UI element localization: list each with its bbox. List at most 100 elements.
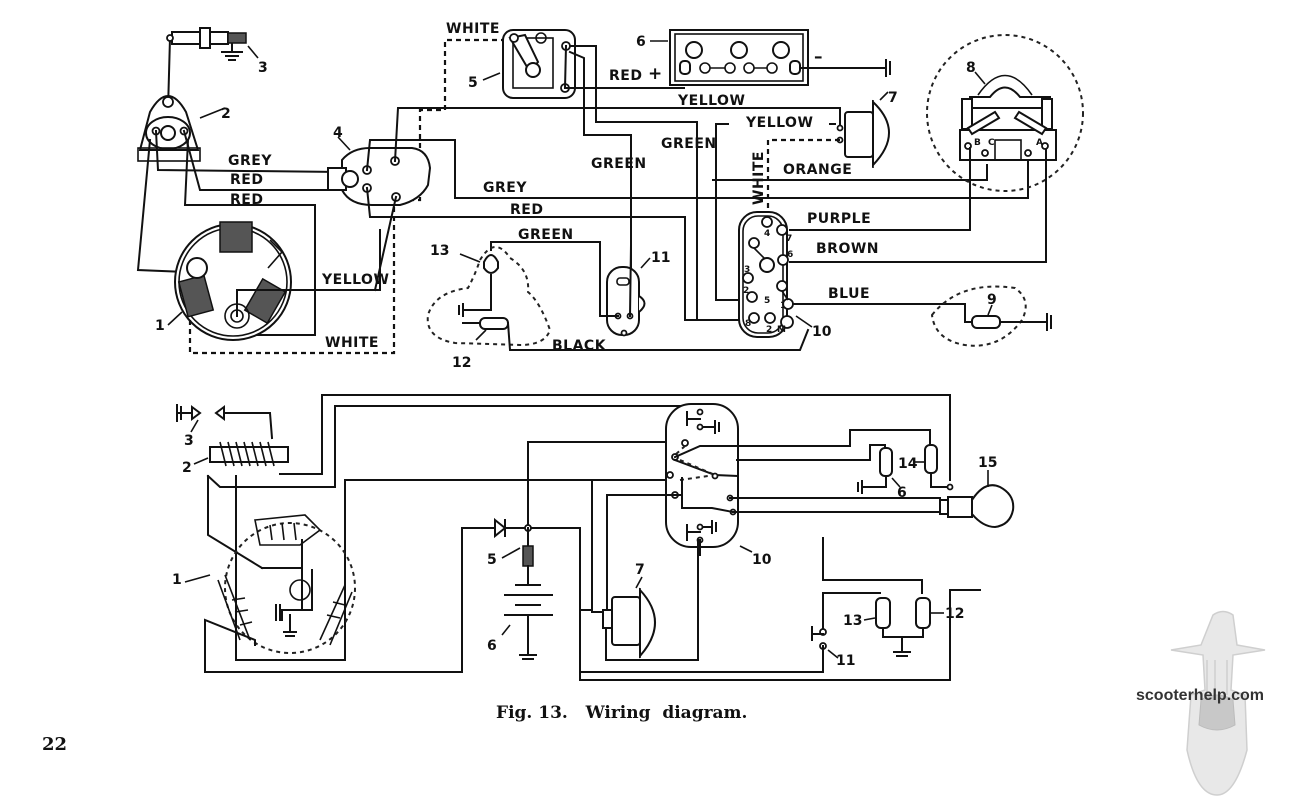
wire-label-red: RED xyxy=(609,68,642,84)
label-component-9: 9 xyxy=(987,292,997,308)
label-component-11: 11 xyxy=(651,250,670,266)
light-switch-schematic xyxy=(665,403,741,548)
ignition-coil xyxy=(137,95,201,162)
label-component-14: 14 xyxy=(898,456,918,472)
ground-icon xyxy=(221,43,243,61)
bulb-icon xyxy=(915,597,931,629)
top-wiring-diagram: 3 2 GREY RED RED xyxy=(136,21,1084,371)
bulb-icon xyxy=(879,447,893,477)
wire-label-red: RED xyxy=(230,192,263,208)
headlamp-housing xyxy=(926,34,1084,192)
label-component-12: 12 xyxy=(452,355,471,371)
junction-box xyxy=(327,147,432,206)
wire-label-yellow: YELLOW xyxy=(677,93,745,109)
spark-plug xyxy=(166,27,247,112)
battery-cell-icon xyxy=(504,584,553,616)
rectifier-icon xyxy=(494,517,507,539)
wire-label-blue: BLUE xyxy=(828,286,870,302)
label-component-6: 6 xyxy=(487,638,497,654)
lamp xyxy=(836,99,890,168)
wire-label-orange: ORANGE xyxy=(783,162,852,178)
fuse-icon xyxy=(522,545,534,567)
wire-label-red: RED xyxy=(510,202,543,218)
watermark-text: scooterhelp.com xyxy=(1136,687,1265,704)
magneto-schematic xyxy=(224,522,356,654)
label-component-15: 15 xyxy=(978,455,997,471)
label-component-5: 5 xyxy=(468,75,478,91)
wire-label-white: WHITE xyxy=(446,21,500,37)
wire-label-brown: BROWN xyxy=(816,241,879,257)
label-component-7: 7 xyxy=(888,90,898,106)
wire-label-grey: GREY xyxy=(228,153,272,169)
terminal-label-b: B xyxy=(974,138,981,148)
ground-icon xyxy=(882,627,924,657)
cut-out-switch xyxy=(502,29,576,99)
wire-label-green: GREEN xyxy=(591,156,647,172)
label-component-3: 3 xyxy=(184,433,194,449)
label-component-3: 3 xyxy=(258,60,268,76)
scooter-watermark-image xyxy=(1170,610,1266,796)
label-component-2: 2 xyxy=(221,106,231,122)
tail-lamp-bulb xyxy=(458,254,499,317)
label-component-4: 4 xyxy=(333,125,343,141)
wire-label-green: GREEN xyxy=(518,227,574,243)
wire-label-grey: GREY xyxy=(483,180,527,196)
label-component-10: 10 xyxy=(752,552,772,568)
positive-terminal-label: + xyxy=(648,64,663,84)
capacitor-icon xyxy=(275,604,281,621)
headlamp-unit: B C A xyxy=(959,74,1057,161)
terminal-label-a: A xyxy=(1036,138,1043,148)
switch-terminal-1: 1 xyxy=(780,301,786,311)
lamp-schematic xyxy=(602,587,656,659)
negative-terminal-label: – xyxy=(814,47,823,67)
figure-caption: Fig. 13. Wiring diagram. xyxy=(496,703,748,723)
switch-terminal-6: 6 xyxy=(787,250,793,260)
switch-terminal-2: 2 xyxy=(743,286,749,296)
ground-icon xyxy=(857,475,887,494)
horn xyxy=(939,484,1015,529)
stop-bulb xyxy=(479,317,509,330)
wire-label-purple: PURPLE xyxy=(807,211,871,227)
wire-label-white: WHITE xyxy=(325,335,379,351)
ground-icon xyxy=(999,313,1052,331)
label-component-1: 1 xyxy=(172,572,182,588)
label-component-9: 6 xyxy=(897,485,907,501)
ground-icon xyxy=(885,59,891,77)
label-component-5: 5 xyxy=(487,552,497,568)
switch-terminal-2b: 2 xyxy=(766,325,772,335)
label-component-13: 13 xyxy=(843,613,862,629)
ignition-coil-schematic xyxy=(209,441,289,467)
wire-label-yellow: YELLOW xyxy=(745,115,813,131)
switch-terminal-m: M xyxy=(777,325,786,335)
label-component-6: 6 xyxy=(636,34,646,50)
label-component-2: 2 xyxy=(182,460,192,476)
rear-lamp-housing xyxy=(426,246,552,347)
label-component-12: 12 xyxy=(945,606,964,622)
battery xyxy=(669,29,809,86)
label-component-1: 1 xyxy=(155,318,165,334)
label-component-11: 11 xyxy=(836,653,855,669)
label-component-10: 10 xyxy=(812,324,832,340)
label-component-7: 7 xyxy=(635,562,645,578)
wire-label-white: WHITE xyxy=(751,151,767,205)
bulb-icon xyxy=(924,444,938,474)
stop-switch xyxy=(606,266,646,337)
wire-label-red: RED xyxy=(230,172,263,188)
ground-icon xyxy=(519,614,537,660)
page-number: 22 xyxy=(42,734,68,755)
magneto-stator xyxy=(174,221,292,341)
switch-terminal-7: 7 xyxy=(786,234,792,244)
switch-terminal-4: 4 xyxy=(764,229,770,239)
wire-label-green: GREEN xyxy=(661,136,717,152)
switch-terminal-3: 3 xyxy=(744,265,750,275)
bulb-icon xyxy=(875,597,891,629)
light-switch: 4 7 6 3 2 5 1 8 2 M xyxy=(738,211,794,338)
terminal-label-c: C xyxy=(988,138,995,148)
wire-label-black: BLACK xyxy=(552,338,607,354)
label-component-8: 8 xyxy=(966,60,976,76)
wire-label-yellow: YELLOW xyxy=(321,272,389,288)
switch-terminal-8: 8 xyxy=(745,319,751,329)
ground-icon xyxy=(283,614,297,637)
ground-icon xyxy=(176,404,193,422)
